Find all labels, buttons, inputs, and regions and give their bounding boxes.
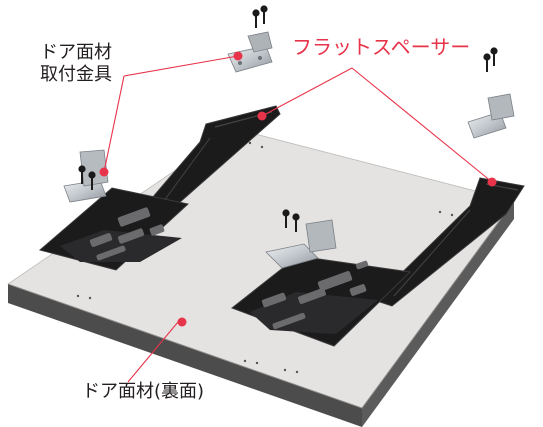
label-door-panel-rear: ドア面材(裏面) (82, 381, 205, 402)
mounting-bracket-left (63, 149, 109, 203)
door-panel-edge-front (8, 284, 362, 427)
leader-bracket-top (123, 55, 239, 77)
spacer-right-slots (261, 260, 369, 330)
spacer-left-lower-block (60, 230, 182, 262)
label-door-panel-bracket: ドア面材 取付金具 (40, 42, 112, 86)
leader-bracket-left (103, 75, 125, 173)
screw-holes (76, 141, 454, 374)
label-bracket-line1: ドア面材 (40, 42, 112, 63)
flat-spacer-left (38, 105, 281, 271)
mounting-bracket-center (265, 219, 337, 269)
callout-dots (99, 51, 497, 327)
label-bracket-line2: 取付金具 (40, 64, 112, 85)
leader-spacer-right (351, 67, 493, 183)
door-panel-edge-right (362, 201, 514, 427)
leader-panel (127, 321, 179, 383)
mounting-bracket-right (467, 93, 515, 139)
spacer-right-rail (373, 177, 525, 307)
screws (78, 5, 498, 232)
spacer-left-slots (89, 207, 165, 261)
leader-spacer-left (261, 67, 353, 117)
flat-spacer-right (230, 177, 525, 347)
callout-leaders (103, 55, 493, 383)
label-flat-spacer: フラットスペーサー (292, 35, 471, 59)
mounting-bracket-top (227, 31, 273, 73)
